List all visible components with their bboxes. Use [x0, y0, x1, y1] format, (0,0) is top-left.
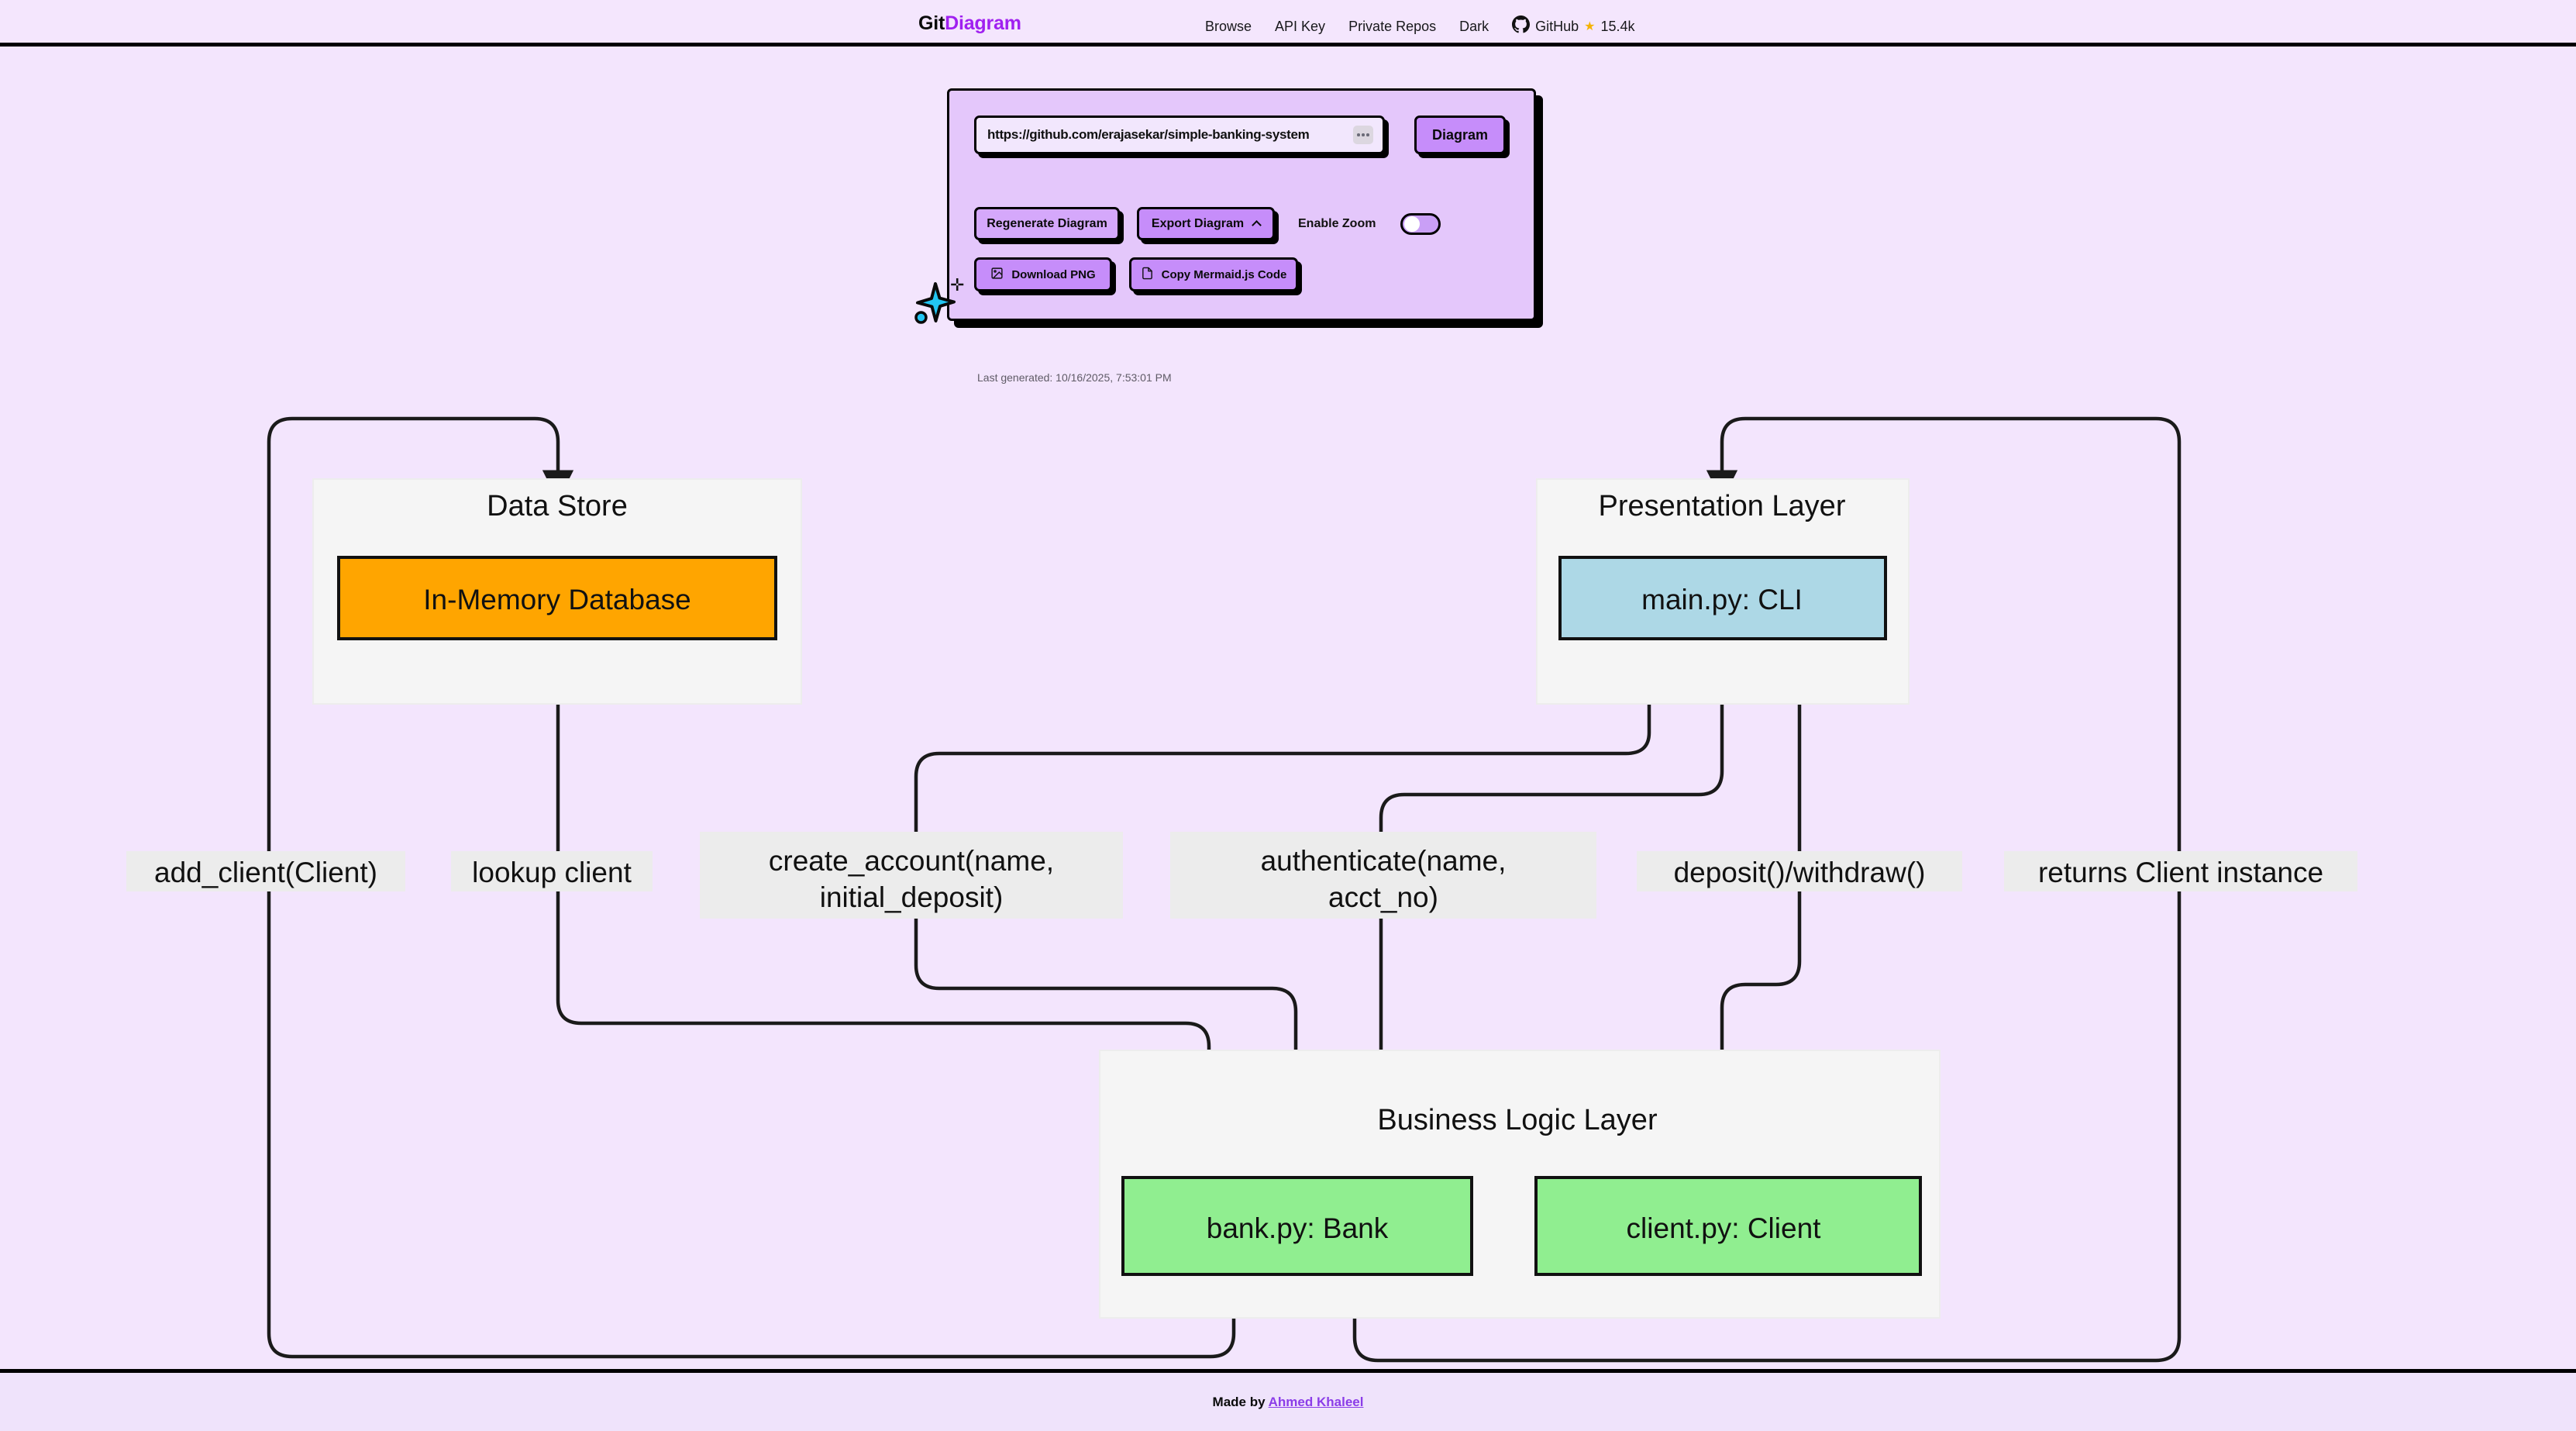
node-label-bank-py-bank: bank.py: Bank [1207, 1212, 1389, 1244]
toggle-knob [1404, 216, 1421, 232]
edge-labels: add_client(Client) lookup client create_… [126, 832, 2357, 919]
mermaid-diagram-canvas[interactable]: Data Store In-Memory Database Presentati… [0, 47, 2576, 1372]
export-diagram-button[interactable]: Export Diagram [1137, 207, 1275, 240]
edge-label-deposit-withdraw: deposit()/withdraw() [1674, 857, 1926, 888]
repo-url-value: https://github.com/erajasekar/simple-ban… [987, 127, 1310, 142]
sparkle-cursor-icon [911, 279, 959, 331]
nav-private-repos[interactable]: Private Repos [1348, 18, 1437, 34]
edge-label-authenticate-line1: authenticate(name, [1261, 845, 1507, 877]
plus-icon: ✛ [950, 275, 965, 295]
diagram-svg: Data Store In-Memory Database Presentati… [126, 416, 2357, 1363]
subgraph-data-store: Data Store In-Memory Database [312, 478, 802, 705]
node-main-py-cli[interactable] [1558, 556, 1887, 640]
github-label: GitHub [1535, 18, 1579, 34]
footer-author-link[interactable]: Ahmed Khaleel [1268, 1394, 1364, 1409]
brand-diagram-text: Diagram [945, 12, 1021, 34]
nav-dark[interactable]: Dark [1459, 18, 1489, 34]
edge-deposit-withdraw [1706, 702, 1802, 1122]
more-options-icon[interactable] [1353, 126, 1373, 144]
github-link[interactable]: GitHub ★ 15.4k [1512, 16, 1635, 37]
panel-row-actions: Regenerate Diagram Export Diagram Enable… [974, 207, 1441, 240]
edge-authenticate [1365, 702, 1724, 1122]
subgraph-label-data-store: Data Store [487, 490, 628, 522]
last-generated-text: Last generated: 10/16/2025, 7:53:01 PM [977, 371, 1172, 384]
site-footer: Made by Ahmed Khaleel [0, 1369, 2576, 1431]
node-label-main-py-cli: main.py: CLI [1641, 584, 1803, 616]
node-bank-py-bank[interactable] [1121, 1176, 1473, 1276]
enable-zoom-toggle[interactable] [1400, 212, 1441, 235]
node-in-memory-database[interactable] [337, 556, 777, 640]
github-star-count: 15.4k [1600, 18, 1635, 34]
subgraph-label-presentation-layer: Presentation Layer [1599, 490, 1846, 522]
brand-logo[interactable]: GitDiagram [918, 12, 1021, 35]
copy-mermaid-code-button[interactable]: Copy Mermaid.js Code [1129, 257, 1298, 291]
node-client-py-client[interactable] [1534, 1176, 1922, 1276]
copy-mermaid-code-label: Copy Mermaid.js Code [1161, 267, 1287, 281]
control-panel: https://github.com/erajasekar/simple-ban… [947, 88, 1536, 384]
subgraph-label-business-logic-layer: Business Logic Layer [1377, 1104, 1658, 1136]
edge-label-add-client: add_client(Client) [154, 857, 377, 888]
enable-zoom-label: Enable Zoom [1298, 216, 1376, 230]
regenerate-diagram-button[interactable]: Regenerate Diagram [974, 207, 1120, 240]
site-header: GitDiagram Browse API Key Private Repos … [0, 0, 2576, 47]
panel-row-export: Download PNG Copy Mermaid.js Code [974, 257, 1298, 291]
nav-api-key[interactable]: API Key [1275, 18, 1326, 34]
node-label-client-py-client: client.py: Client [1627, 1212, 1822, 1244]
subgraph-presentation-layer: Presentation Layer main.py: CLI [1536, 478, 1910, 705]
star-icon: ★ [1584, 20, 1596, 33]
main-nav: Browse API Key Private Repos Dark GitHub… [1205, 16, 1635, 37]
edge-label-authenticate-line2: acct_no) [1328, 881, 1438, 913]
footer-credit: Made by Ahmed Khaleel [1213, 1395, 1364, 1410]
panel-row-url: https://github.com/erajasekar/simple-ban… [974, 116, 1506, 154]
subgraph-business-logic-layer: Business Logic Layer bank.py: Bank clien… [1099, 1050, 1941, 1319]
footer-made-by: Made by [1212, 1394, 1269, 1409]
document-icon [1141, 267, 1154, 283]
node-label-in-memory-database: In-Memory Database [423, 584, 690, 616]
edge-label-create-account-line2: initial_deposit) [820, 881, 1004, 913]
brand-git-text: Git [918, 12, 945, 34]
edge-lookup-client [556, 636, 1225, 1122]
image-icon [990, 267, 1004, 283]
panel-status: Last generated: 10/16/2025, 7:53:01 PM [977, 371, 1172, 384]
edge-label-lookup-client: lookup client [472, 857, 632, 888]
download-png-label: Download PNG [1011, 267, 1096, 281]
edge-label-create-account-line1: create_account(name, [769, 845, 1054, 877]
repo-url-input[interactable]: https://github.com/erajasekar/simple-ban… [974, 116, 1385, 154]
nav-browse[interactable]: Browse [1205, 18, 1252, 34]
download-png-button[interactable]: Download PNG [974, 257, 1112, 291]
edge-label-returns-client-instance: returns Client instance [2038, 857, 2323, 888]
export-diagram-label: Export Diagram [1151, 216, 1245, 230]
github-icon [1512, 16, 1531, 37]
diagram-button[interactable]: Diagram [1414, 116, 1506, 154]
